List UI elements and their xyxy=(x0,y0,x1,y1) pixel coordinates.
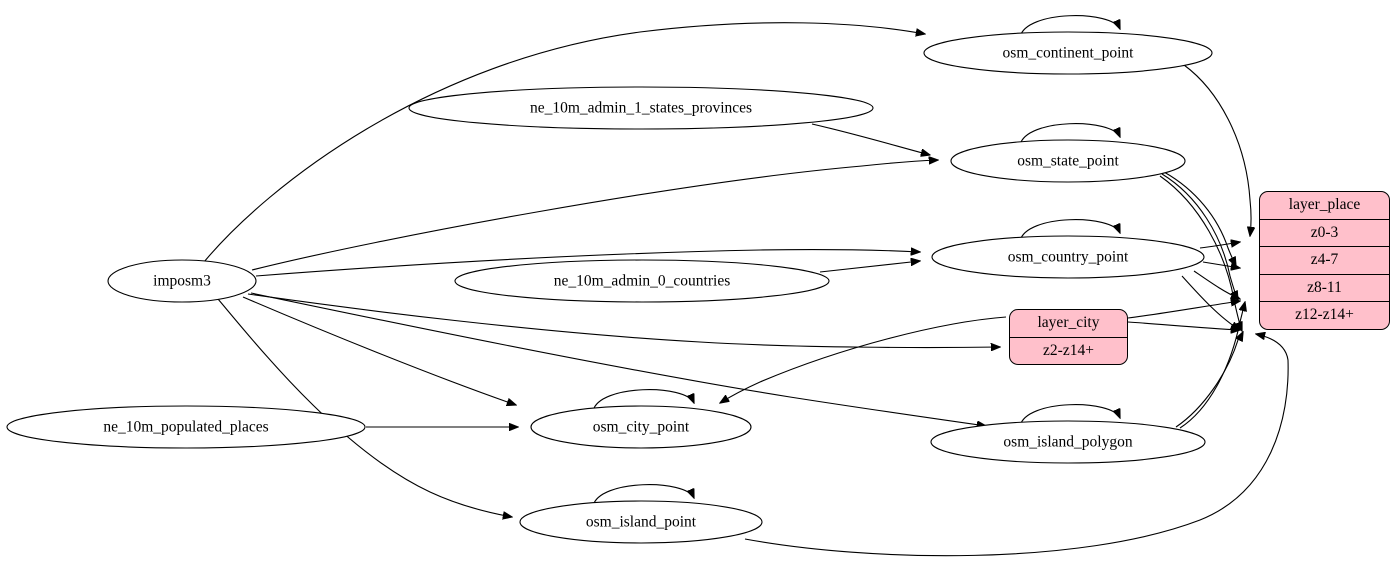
layer-place-row-z0-3[interactable]: z0-3 xyxy=(1260,218,1389,247)
layer-city-title: layer_city xyxy=(1037,314,1100,331)
edge-right-to-osm_city_point xyxy=(720,316,1007,403)
edge-imposm3-to-osm_island_point xyxy=(217,298,512,517)
edge-ne_states-to-osm_state_point xyxy=(811,123,930,155)
layer-place-title: layer_place xyxy=(1288,196,1361,213)
node-label-ne-countries: ne_10m_admin_0_countries xyxy=(554,273,731,290)
node-label-osm-continent-point: osm_continent_point xyxy=(1003,45,1135,62)
node-label-osm-state-point: osm_state_point xyxy=(1017,153,1119,170)
edge-imposm3-to-layer_city xyxy=(247,293,1000,347)
edge-imposm3-to-osm_city_point xyxy=(242,296,516,405)
edge-osm_country_point-to-layer_place-z12-z14 xyxy=(1181,275,1240,330)
node-layer: imposm3 ne_10m_admin_1_states_provinces … xyxy=(6,31,1213,544)
node-label-osm-city-point: osm_city_point xyxy=(593,419,690,436)
layer-city-row-z2-z14plus[interactable]: z2-z14+ xyxy=(1010,336,1127,365)
edge-osm_continent_point-to-layer_place-z0-3 xyxy=(1183,64,1251,236)
edge-layer_city-to-layer_place-z8-11 xyxy=(1127,301,1240,319)
edge-osm_country_point-self-loop xyxy=(1019,219,1120,242)
edge-osm_island_point-to-layer_place-z12-z14 xyxy=(744,334,1289,557)
node-label-osm-island-point: osm_island_point xyxy=(586,514,697,531)
node-label-ne-populated: ne_10m_populated_places xyxy=(103,419,268,436)
edge-imposm3-to-osm_state_point xyxy=(251,160,938,271)
layer-place-row-z4-7[interactable]: z4-7 xyxy=(1260,246,1389,274)
node-label-osm-country-point: osm_country_point xyxy=(1008,249,1129,266)
edge-osm_country_point-to-layer_place-z4-7 xyxy=(1202,261,1240,268)
record-node-layer-place[interactable]: layer_place z0-3 z4-7 z8-11 z12-z14+ xyxy=(1259,191,1390,330)
node-label-imposm3: imposm3 xyxy=(153,273,211,290)
edge-osm_continent_point-self-loop xyxy=(1019,15,1120,38)
layer-place-row-z12-z14plus[interactable]: z12-z14+ xyxy=(1260,301,1389,329)
edge-layer xyxy=(203,15,1289,557)
edge-osm_island_polygon-to-layer_place-z12-z14 xyxy=(1175,332,1243,428)
edge-ne_countries-to-osm_country_point xyxy=(819,261,920,273)
node-osm_state_point[interactable]: osm_state_point xyxy=(950,139,1186,183)
node-ne_10m_admin_0_countries[interactable]: ne_10m_admin_0_countries xyxy=(454,259,830,303)
node-osm_continent_point[interactable]: osm_continent_point xyxy=(923,31,1213,75)
edge-osm_country_point-to-layer_place-z0-3 xyxy=(1199,242,1240,249)
edge-osm_country_point-to-layer_place-z8-11 xyxy=(1193,270,1240,299)
edge-imposm3-to-osm_continent_point xyxy=(203,22,925,263)
edge-osm_island_point-self-loop xyxy=(592,484,694,507)
record-node-layer-city[interactable]: layer_city z2-z14+ xyxy=(1009,309,1128,365)
node-osm_island_point[interactable]: osm_island_point xyxy=(519,500,763,544)
edge-imposm3-to-osm_country_point xyxy=(255,250,920,277)
edge-osm_city_point-self-loop xyxy=(592,389,694,412)
node-osm_city_point[interactable]: osm_city_point xyxy=(530,405,752,449)
node-osm_island_polygon[interactable]: osm_island_polygon xyxy=(930,420,1206,464)
edge-osm_state_point-to-layer_place-z8-11 xyxy=(1161,173,1238,300)
layer-place-row-z8-11[interactable]: z8-11 xyxy=(1260,273,1389,302)
edge-osm_island_polygon-self-loop xyxy=(1019,404,1120,427)
node-label-ne-states: ne_10m_admin_1_states_provinces xyxy=(530,100,752,117)
node-ne_10m_populated_places[interactable]: ne_10m_populated_places xyxy=(6,405,366,449)
edge-imposm3-to-osm_island_polygon xyxy=(250,292,986,426)
edge-osm_state_point-self-loop xyxy=(1019,123,1120,146)
edge-layer_city-to-layer_place-z12-z14 xyxy=(1127,321,1240,330)
node-osm_country_point[interactable]: osm_country_point xyxy=(931,235,1205,279)
node-imposm3[interactable]: imposm3 xyxy=(107,259,257,303)
edge-osm_island_polygon-to-layer_place-z8-11 xyxy=(1179,302,1245,429)
node-ne_10m_admin_1_states_provinces[interactable]: ne_10m_admin_1_states_provinces xyxy=(408,86,874,130)
node-label-osm-island-polygon: osm_island_polygon xyxy=(1003,434,1132,451)
